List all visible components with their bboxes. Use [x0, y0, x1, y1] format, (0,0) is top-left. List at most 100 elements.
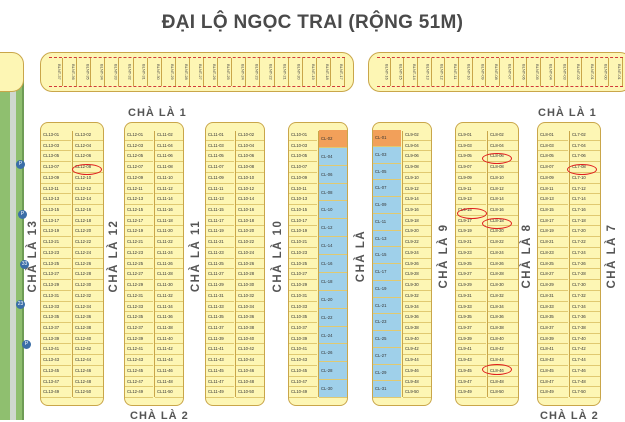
lot-parcel[interactable]: CL8-10	[488, 173, 518, 184]
lot-parcel[interactable]: CL11-06	[155, 151, 183, 163]
lot-parcel[interactable]: CL7-48	[570, 377, 600, 388]
lot-parcel[interactable]: CL7-30	[570, 280, 600, 291]
lot-parcel[interactable]: CL11-05	[206, 151, 234, 163]
lot-parcel[interactable]: CL12-11	[125, 184, 153, 195]
lot-parcel[interactable]: CL10-15	[289, 205, 317, 216]
lot-parcel[interactable]: CL13-27	[41, 269, 71, 281]
lot-parcel[interactable]: CL11-44	[155, 355, 183, 366]
lot-parcel[interactable]: CL13-21	[41, 237, 71, 248]
lot-parcel[interactable]: CL11-29	[206, 280, 234, 291]
lot-parcel[interactable]: CL10-11	[289, 184, 317, 195]
lot-parcel[interactable]: CL10-04	[236, 141, 264, 152]
lot-parcel[interactable]: CL9-38	[403, 323, 431, 334]
lot-parcel[interactable]: CL13-25	[41, 259, 71, 270]
lot-parcel[interactable]: CL13-31	[41, 291, 71, 302]
lot-parcel[interactable]: CL13-17	[41, 216, 71, 227]
lot-parcel[interactable]: CL8-47	[538, 377, 568, 388]
lot-parcel[interactable]: CL8-29	[538, 280, 568, 291]
lot-parcel[interactable]: CL11-25	[206, 259, 234, 270]
lot-parcel[interactable]: CL10-44	[236, 355, 264, 366]
lot-parcel[interactable]: CL10-16	[236, 205, 264, 216]
lot-parcel[interactable]: CL10-34	[236, 302, 264, 313]
lot-parcel[interactable]: CL12-06	[73, 151, 103, 163]
lot-parcel[interactable]: CL12-49	[125, 387, 153, 398]
lot-parcel[interactable]: CL9-41	[456, 344, 486, 356]
lot-parcel[interactable]: CL10-28	[236, 269, 264, 281]
lot-parcel[interactable]: CL8-50	[488, 387, 518, 398]
lot-parcel[interactable]: CL10-19	[289, 226, 317, 238]
lot-parcel[interactable]: CL8-22	[488, 237, 518, 248]
lot-parcel[interactable]: CL9-04	[403, 141, 431, 152]
lot-parcel[interactable]: CL12-32	[73, 291, 103, 302]
lot-parcel[interactable]: CL12-42	[73, 344, 103, 356]
lot-parcel[interactable]: CL-10	[319, 201, 347, 220]
lot-parcel[interactable]: CL-28	[319, 362, 347, 381]
lot-parcel[interactable]: CL9-18	[403, 216, 431, 227]
lot-parcel[interactable]: CL-25	[373, 331, 401, 348]
lot-parcel[interactable]: CL10-32	[236, 291, 264, 302]
lot-parcel[interactable]: CL8-14	[488, 194, 518, 206]
lot-parcel[interactable]: CL9-26	[403, 259, 431, 270]
lot-parcel[interactable]: CL10-12	[236, 184, 264, 195]
lot-parcel[interactable]: CL11-17	[206, 216, 234, 227]
lot-parcel[interactable]: CL10-49	[289, 387, 317, 398]
lot-parcel[interactable]: CL12-07	[125, 162, 153, 173]
lot-parcel[interactable]: CL9-47	[456, 377, 486, 388]
lot-parcel[interactable]: CL13-01	[41, 130, 71, 141]
lot-parcel[interactable]: CL7-32	[570, 291, 600, 302]
lot-parcel[interactable]: CL12-13	[125, 194, 153, 206]
lot-parcel[interactable]: CL-26	[319, 344, 347, 363]
lot-parcel[interactable]: CL8-01	[538, 130, 568, 141]
lot-parcel[interactable]: CL-09	[373, 197, 401, 214]
lot-parcel[interactable]: CL11-46	[155, 366, 183, 377]
lot-parcel[interactable]: CL10-14	[236, 194, 264, 206]
lot-parcel[interactable]: CL10-17	[289, 216, 317, 227]
lot-parcel[interactable]: CL11-12	[155, 184, 183, 195]
lot-parcel[interactable]: CL10-33	[289, 302, 317, 313]
lot-parcel[interactable]: CL8-39	[538, 334, 568, 345]
lot-parcel[interactable]: CL8-28	[488, 269, 518, 281]
lot-parcel[interactable]: CL9-24	[403, 248, 431, 259]
lot-parcel[interactable]: CL12-50	[73, 387, 103, 398]
lot-parcel[interactable]: CL12-19	[125, 226, 153, 238]
lot-parcel[interactable]: CL-17	[373, 264, 401, 281]
lot-parcel[interactable]: CL11-20	[155, 226, 183, 238]
lot-parcel[interactable]: CL10-03	[289, 141, 317, 152]
lot-parcel[interactable]: CL11-27	[206, 269, 234, 281]
lot-parcel[interactable]: CL11-14	[155, 194, 183, 206]
lot-parcel[interactable]: CL12-23	[125, 248, 153, 259]
lot-parcel[interactable]: CL13-49	[41, 387, 71, 398]
lot-parcel[interactable]: CL12-21	[125, 237, 153, 248]
lot-parcel[interactable]: CL12-09	[125, 173, 153, 184]
lot-parcel[interactable]: CL11-37	[206, 323, 234, 334]
lot-parcel[interactable]: CL10-22	[236, 237, 264, 248]
lot-parcel[interactable]: CL-06	[319, 165, 347, 184]
lot-parcel[interactable]: CL-02	[319, 130, 347, 148]
lot-parcel[interactable]: CL7-46	[570, 366, 600, 377]
lot-parcel[interactable]: CL13-23	[41, 248, 71, 259]
lot-parcel[interactable]: CL13-43	[41, 355, 71, 366]
lot-parcel[interactable]: CL7-16	[570, 205, 600, 216]
lot-parcel[interactable]: CL10-18	[236, 216, 264, 227]
lot-parcel[interactable]: CL-21	[373, 297, 401, 315]
lot-parcel[interactable]: CL10-47	[289, 377, 317, 388]
lot-parcel[interactable]: CL11-16	[155, 205, 183, 216]
lot-parcel[interactable]: CL11-02	[155, 130, 183, 141]
lot-parcel[interactable]: CL10-38	[236, 323, 264, 334]
lot-parcel[interactable]: CL10-07	[289, 162, 317, 173]
lot-parcel[interactable]: CL-05	[373, 163, 401, 181]
lot-parcel[interactable]: CL8-21	[538, 237, 568, 248]
lot-parcel[interactable]: CL9-28	[403, 269, 431, 281]
lot-parcel[interactable]: CL-27	[373, 347, 401, 365]
lot-parcel[interactable]: CL11-11	[206, 184, 234, 195]
lot-parcel[interactable]: CL-31	[373, 381, 401, 398]
lot-parcel[interactable]: CL12-26	[73, 259, 103, 270]
lot-parcel[interactable]: CL11-01	[206, 130, 234, 141]
lot-parcel[interactable]: CL11-45	[206, 366, 234, 377]
lot-parcel[interactable]: CL8-38	[488, 323, 518, 334]
lot-parcel[interactable]: CL12-28	[73, 269, 103, 281]
lot-parcel[interactable]: CL8-15	[538, 205, 568, 216]
lot-parcel[interactable]: CL9-31	[456, 291, 486, 302]
lot-parcel[interactable]: CL12-48	[73, 377, 103, 388]
lot-parcel[interactable]: CL-15	[373, 247, 401, 264]
